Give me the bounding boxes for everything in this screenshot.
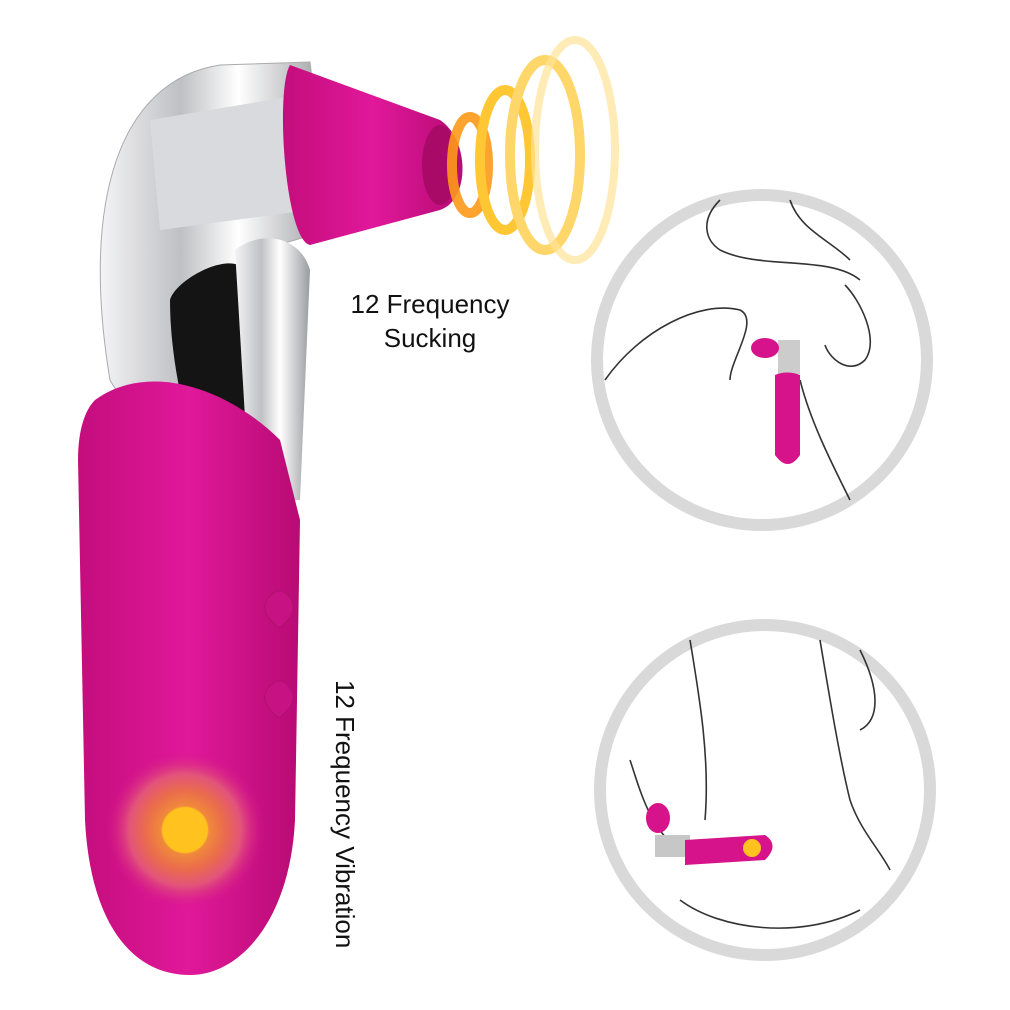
button-f <box>264 590 294 629</box>
usage-illustration-2 <box>594 619 936 961</box>
usage-illustration-1 <box>591 189 933 531</box>
vibration-label: 12 Frequency Vibration <box>330 680 360 949</box>
sucking-label: 12 Frequency Sucking <box>330 287 530 355</box>
button-s <box>264 680 294 719</box>
chrome-inner <box>150 95 310 230</box>
sucking-label-line1: 12 Frequency <box>350 289 510 319</box>
suction-glow <box>447 36 619 264</box>
magenta-head <box>282 65 463 245</box>
sucking-label-line2: Sucking <box>383 323 477 353</box>
